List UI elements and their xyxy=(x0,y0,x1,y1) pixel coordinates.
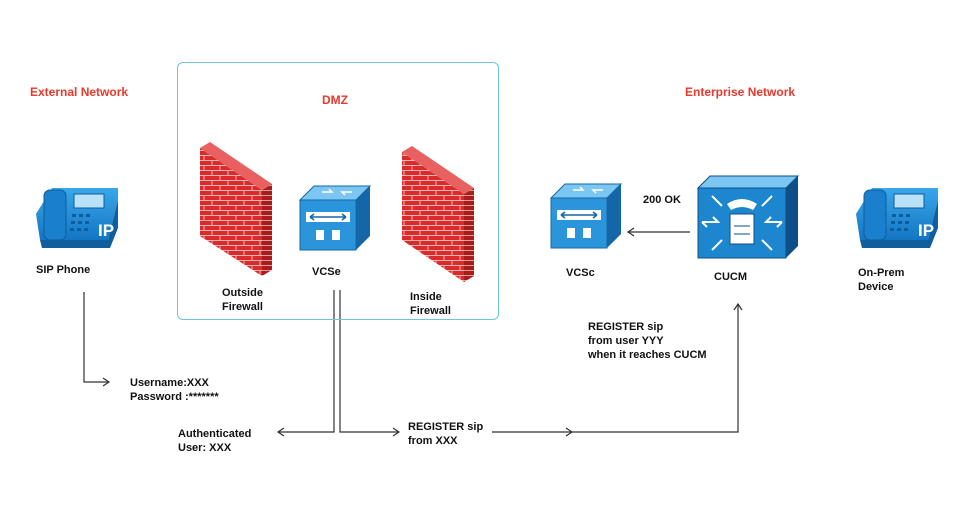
credentials-label: Username:XXX Password :******* xyxy=(130,377,219,403)
sip-phone-label: SIP Phone xyxy=(36,264,91,276)
register-from-label: REGISTER sip from XXX xyxy=(408,421,484,447)
vcse-label: VCSe xyxy=(312,266,341,278)
authenticated-user-label: Authenticated User: XXX xyxy=(178,428,252,454)
credentials-arrowhead xyxy=(102,377,111,387)
sip-phone-icon: IP xyxy=(36,188,118,248)
vcsc-router-icon xyxy=(549,183,623,249)
vcsc-label: VCSc xyxy=(566,267,595,279)
vcse-router-icon xyxy=(298,185,372,251)
onprem-phone-icon: IP xyxy=(856,188,938,248)
ip-glyph: IP xyxy=(98,221,114,240)
sip-to-credentials-line xyxy=(83,292,108,383)
vcse-to-register-line xyxy=(339,290,398,433)
register-mid-arrowhead xyxy=(565,427,574,437)
authenticated-arrowhead xyxy=(276,427,285,437)
cucm-up-arrowhead xyxy=(733,302,743,311)
register-to-cucm-line xyxy=(492,304,739,433)
flow-connectors xyxy=(83,227,743,437)
ok-arrowhead xyxy=(626,227,635,237)
outside-firewall-icon xyxy=(200,142,272,276)
inside-firewall-icon xyxy=(402,146,474,282)
inside-firewall-label: Inside Firewall xyxy=(410,291,451,317)
external-network-label: External Network xyxy=(30,85,129,99)
register-arrowhead xyxy=(392,427,401,437)
dmz-boundary xyxy=(177,62,499,320)
ip-glyph: IP xyxy=(918,221,934,240)
enterprise-network-label: Enterprise Network xyxy=(685,85,796,99)
ok-response-label: 200 OK xyxy=(643,194,681,206)
vcse-to-authenticated-line xyxy=(278,290,335,433)
outside-firewall-label: Outside Firewall xyxy=(222,287,263,313)
register-user-label: REGISTER sip from user YYY when it reach… xyxy=(588,321,707,361)
cucm-server-icon xyxy=(696,175,800,259)
cucm-label: CUCM xyxy=(714,271,747,283)
onprem-device-label: On-Prem Device xyxy=(858,267,905,293)
dmz-label: DMZ xyxy=(322,93,348,107)
